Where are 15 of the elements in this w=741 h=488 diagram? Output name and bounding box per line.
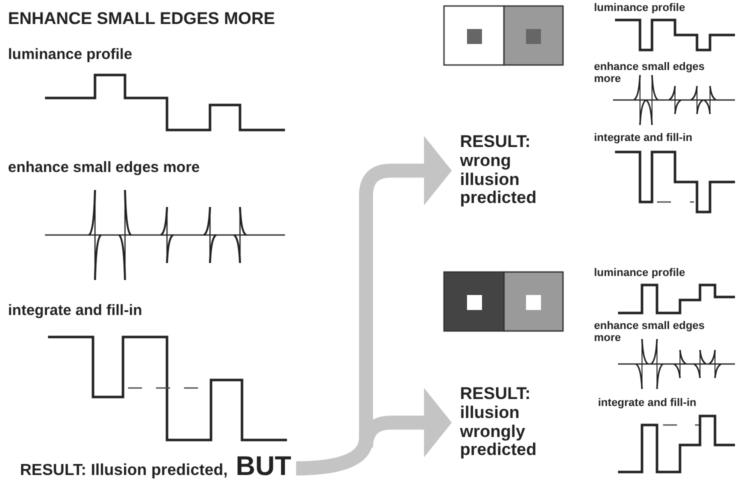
panel-label: integrate and fill-in: [8, 303, 142, 319]
panel-label: luminance profile: [594, 3, 686, 15]
panel-label: integrate and fill-in: [594, 133, 694, 145]
panel-label: enhance small edges more: [594, 321, 706, 344]
panel-label: enhance small edges more: [594, 62, 706, 86]
panel-label: luminance profile: [8, 47, 132, 63]
emphasis-text: BUT: [236, 451, 292, 481]
panel-label: integrate and fill-in: [598, 398, 698, 410]
diagram-title: ENHANCE SMALL EDGES MORE: [8, 10, 275, 28]
panel-label: luminance profile: [594, 268, 686, 280]
panel-label: enhance small edges more: [8, 160, 200, 176]
arrow: [296, 136, 452, 476]
result-text: RESULT: Illusion predicted,: [20, 462, 228, 479]
result-text: RESULT: wrong illusion predicted: [460, 132, 537, 208]
result-text: RESULT: illusion wrongly predicted: [460, 384, 537, 460]
